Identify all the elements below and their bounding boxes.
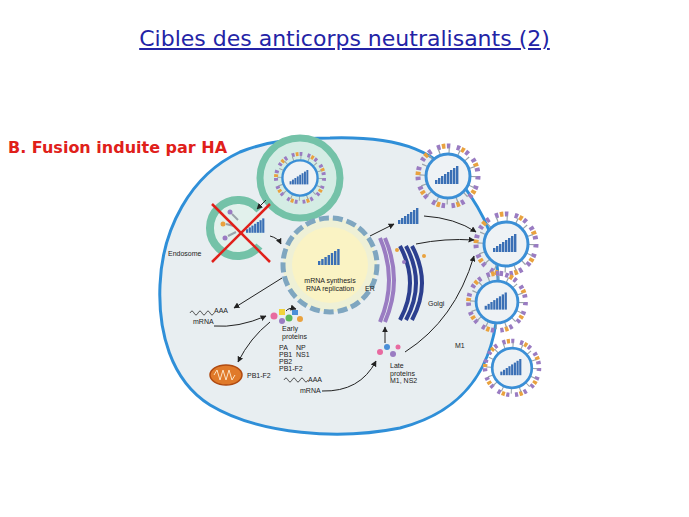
mrna-label: mRNA bbox=[300, 387, 321, 395]
nucleus: mRNA synthesis RNA replication bbox=[280, 215, 380, 315]
protein-name: PA bbox=[279, 344, 288, 352]
organelle-label: Endosome bbox=[168, 250, 201, 258]
protein-group-label: Early proteins bbox=[282, 325, 314, 340]
protein-name: PB2 bbox=[279, 358, 292, 366]
nucleus-outline bbox=[280, 215, 380, 315]
organelle-label: Golgi bbox=[428, 300, 444, 308]
organelle-label: ER bbox=[365, 285, 375, 293]
protein-name: NS1 bbox=[296, 351, 310, 359]
protein-name: PB1 bbox=[279, 351, 292, 359]
protein-name: PB1-F2 bbox=[279, 365, 303, 373]
polya-tail: AAA bbox=[308, 376, 322, 384]
section-heading: B. Fusion induite par HA bbox=[8, 139, 227, 157]
protein-name: NP bbox=[296, 344, 306, 352]
slide-title: Cibles des anticorps neutralisants (2) bbox=[0, 26, 689, 51]
protein-name: PB1-F2 bbox=[247, 372, 271, 380]
protein-group-label: Late proteins M1, NS2 bbox=[390, 362, 422, 385]
mrna-label: mRNA bbox=[193, 318, 214, 326]
protein-name: M1 bbox=[455, 342, 465, 350]
nucleus-text: mRNA synthesis RNA replication bbox=[299, 277, 361, 293]
polya-tail: AAA bbox=[214, 307, 228, 315]
